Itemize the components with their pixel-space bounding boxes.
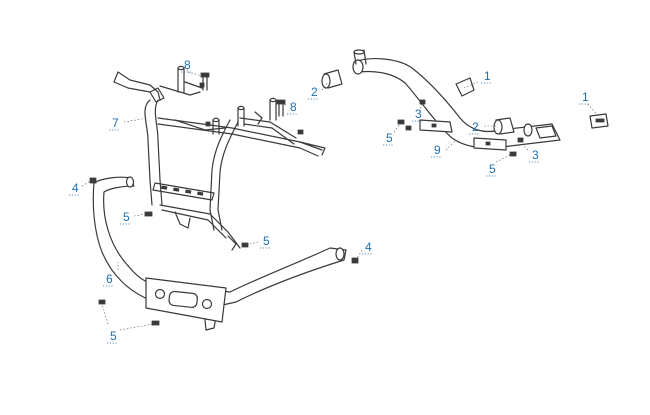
callout-1a: 1 bbox=[484, 69, 491, 83]
callout-5d: 5 bbox=[489, 162, 496, 176]
callout-8a: 8 bbox=[184, 58, 191, 72]
leader-lines bbox=[81, 69, 599, 331]
callout-5e: 5 bbox=[110, 329, 117, 343]
front-guard-tube bbox=[92, 176, 347, 331]
end-cap-upper bbox=[455, 77, 475, 97]
bushing-2-lower bbox=[493, 117, 515, 135]
bolt-8-right bbox=[276, 99, 286, 117]
callout-2b: 2 bbox=[472, 120, 479, 134]
side-tube bbox=[352, 49, 561, 151]
callout-5c: 5 bbox=[263, 234, 270, 248]
callout-4a: 4 bbox=[72, 181, 79, 195]
callout-8b: 8 bbox=[290, 100, 297, 114]
front-frame-bracket bbox=[113, 65, 326, 251]
callout-6: 6 bbox=[106, 272, 113, 286]
callout-5b: 5 bbox=[123, 210, 130, 224]
callout-3b: 3 bbox=[532, 148, 539, 162]
callout-4b: 4 bbox=[365, 240, 372, 254]
callout-labels: 1 1 2 2 3 3 4 4 5 5 5 5 5 6 7 8 8 bbox=[69, 58, 590, 344]
callout-5a: 5 bbox=[386, 131, 393, 145]
callout-7: 7 bbox=[112, 116, 119, 130]
bushing-2-upper bbox=[321, 69, 343, 89]
end-cap-right bbox=[589, 113, 609, 129]
callout-1b: 1 bbox=[582, 90, 589, 104]
callout-2a: 2 bbox=[311, 85, 318, 99]
callout-9: 9 bbox=[434, 143, 441, 157]
callout-3a: 3 bbox=[415, 107, 422, 121]
